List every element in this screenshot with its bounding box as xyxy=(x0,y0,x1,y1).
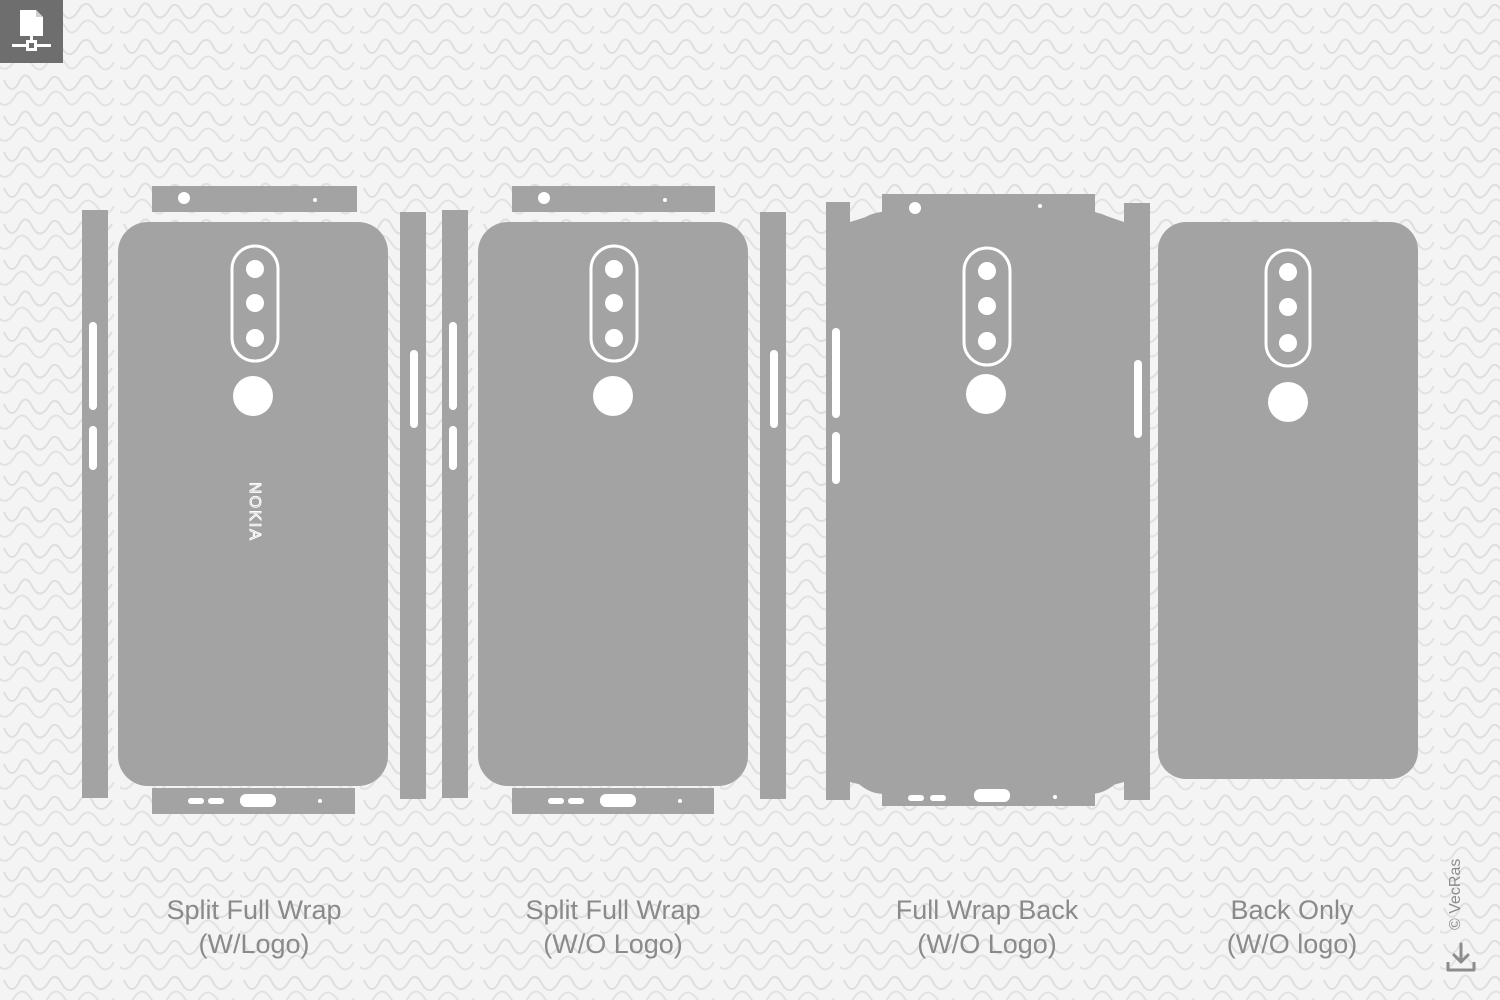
left-side-button-cutout xyxy=(832,328,840,418)
right-side-strip xyxy=(400,212,426,799)
caption-line-2: (W/O Logo) xyxy=(917,929,1057,959)
download-icon xyxy=(1446,942,1476,972)
left-side-strip xyxy=(82,210,108,798)
right-side-button-cutout xyxy=(410,350,418,428)
brand-logo: NOKIA xyxy=(246,482,263,542)
left-side-button-cutout xyxy=(832,432,840,484)
caption-line-2: (W/Logo) xyxy=(198,929,310,959)
left-side-button-cutout xyxy=(449,322,457,410)
fingerprint-cutout xyxy=(593,376,633,416)
camera-module-outline xyxy=(962,246,1012,367)
template-back-only xyxy=(1158,222,1418,779)
caption-line-1: Back Only xyxy=(1230,895,1354,925)
back-panel xyxy=(478,222,748,786)
back-panel xyxy=(1158,222,1418,779)
bottom-mic-cutout xyxy=(1053,795,1057,799)
top-hole-cutout xyxy=(178,192,190,204)
camera-lens-cutout xyxy=(605,260,623,278)
file-transfer-icon xyxy=(12,10,51,51)
caption-line-1: Split Full Wrap xyxy=(525,895,701,925)
top-pin-cutout xyxy=(313,198,317,202)
top-pin-cutout xyxy=(663,198,667,202)
caption-line-1: Split Full Wrap xyxy=(166,895,342,925)
camera-module-outline xyxy=(1264,248,1312,368)
top-hole-cutout xyxy=(909,202,921,214)
usb-port-cutout xyxy=(974,789,1010,802)
back-panel xyxy=(118,222,388,786)
template-caption: Split Full Wrap (W/Logo) xyxy=(104,893,404,961)
caption-line-2: (W/O logo) xyxy=(1226,929,1358,959)
left-side-button-cutout xyxy=(89,322,97,410)
caption-line-1: Full Wrap Back xyxy=(895,895,1079,925)
camera-lens-cutout xyxy=(1279,263,1297,281)
template-split-full-wrap-without-logo xyxy=(442,186,786,814)
camera-lens-cutout xyxy=(978,262,996,280)
bottom-speaker-cutout xyxy=(568,798,584,804)
camera-lens-cutout xyxy=(605,329,623,347)
camera-lens-cutout xyxy=(978,297,996,315)
bottom-mic-cutout xyxy=(678,799,682,803)
camera-lens-cutout xyxy=(1279,334,1297,352)
template-split-full-wrap-with-logo: NOKIA xyxy=(82,186,426,814)
template-caption: Split Full Wrap (W/O Logo) xyxy=(463,893,763,961)
camera-lens-cutout xyxy=(246,329,264,347)
caption-line-2: (W/O Logo) xyxy=(543,929,683,959)
top-hole-cutout xyxy=(538,192,550,204)
camera-module-outline xyxy=(230,244,280,363)
camera-lens-cutout xyxy=(978,332,996,350)
fingerprint-cutout xyxy=(966,374,1006,414)
left-side-button-cutout xyxy=(449,426,457,470)
usb-port-cutout xyxy=(600,794,636,807)
template-caption: Back Only (W/O logo) xyxy=(1142,893,1442,961)
file-badge-button[interactable] xyxy=(0,0,63,63)
fingerprint-cutout xyxy=(1268,382,1308,422)
left-side-button-cutout xyxy=(89,426,97,470)
bottom-speaker-cutout xyxy=(188,798,204,804)
bottom-speaker-cutout xyxy=(208,798,224,804)
right-side-button-cutout xyxy=(1134,360,1142,438)
fingerprint-cutout xyxy=(233,376,273,416)
bottom-speaker-cutout xyxy=(908,795,924,801)
bottom-speaker-cutout xyxy=(548,798,564,804)
camera-lens-cutout xyxy=(246,294,264,312)
template-caption: Full Wrap Back (W/O Logo) xyxy=(837,893,1137,961)
download-button[interactable] xyxy=(1443,940,1479,976)
bottom-speaker-cutout xyxy=(930,795,946,801)
back-area-rounding xyxy=(848,212,1126,794)
camera-lens-cutout xyxy=(1279,298,1297,316)
top-pin-cutout xyxy=(1038,204,1042,208)
camera-lens-cutout xyxy=(246,260,264,278)
left-side-strip xyxy=(442,210,468,798)
bottom-mic-cutout xyxy=(318,799,322,803)
usb-port-cutout xyxy=(240,794,276,807)
right-side-strip xyxy=(760,212,786,799)
camera-lens-cutout xyxy=(605,294,623,312)
camera-module-outline xyxy=(589,244,639,363)
template-full-wrap-back xyxy=(826,194,1150,806)
right-side-button-cutout xyxy=(770,350,778,428)
copyright-text: © VecRas xyxy=(1447,858,1464,930)
